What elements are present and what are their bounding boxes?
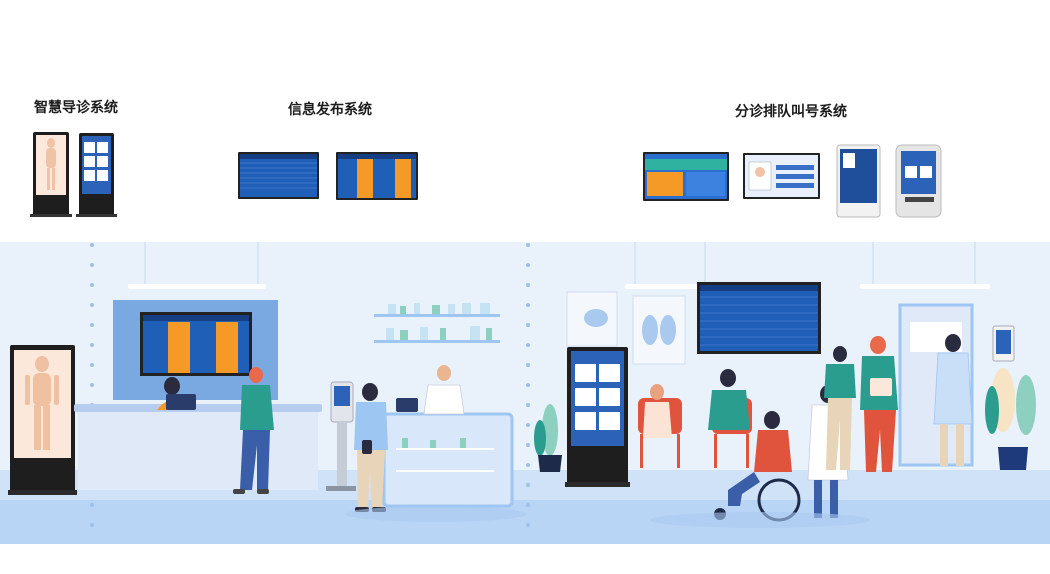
triage-screen-doctor [743, 153, 820, 199]
patient-with-bag [354, 383, 388, 512]
plant-right [985, 368, 1036, 470]
pharmacy-counter [382, 412, 514, 508]
wall-tablet [992, 325, 1015, 362]
receptionist [157, 377, 196, 410]
info-display-screen [140, 312, 252, 376]
patient-seated-red-chair [638, 384, 682, 468]
triage-screen-call [643, 152, 729, 201]
self-service-kiosk [326, 381, 356, 491]
triage-tablet [836, 144, 881, 218]
patient-in-wheelchair [714, 411, 801, 522]
pharmacy-shelves [374, 303, 500, 343]
nurse-at-door [933, 334, 973, 466]
ceiling-lights [128, 242, 990, 289]
guide-kiosk-human-body [8, 345, 77, 495]
patient-walking-teal [824, 346, 856, 470]
info-screen-blue [238, 152, 319, 199]
guide-kiosk-doctors-small [76, 133, 117, 217]
brain-poster [566, 291, 618, 347]
triage-terminal [895, 144, 942, 218]
floor [0, 500, 1050, 544]
queue-display-wall [697, 282, 821, 354]
patient-with-crutch [860, 336, 898, 472]
lung-poster [632, 295, 686, 365]
plant-left [534, 404, 562, 472]
label-smart-guide: 智慧导诊系统 [34, 100, 118, 116]
info-screen-orange [336, 152, 418, 200]
label-info-publish: 信息发布系统 [288, 102, 372, 118]
floor-shadow [650, 512, 870, 528]
pharmacist [396, 365, 465, 415]
patient-standing-green [233, 367, 274, 494]
reception-desk [74, 404, 322, 490]
label-triage-queue: 分诊排队叫号系统 [735, 104, 847, 120]
floor-shadow [346, 506, 526, 522]
ward-info-kiosk [565, 347, 630, 487]
patient-seated-teal [708, 369, 752, 468]
guide-kiosk-body-small [30, 132, 72, 217]
